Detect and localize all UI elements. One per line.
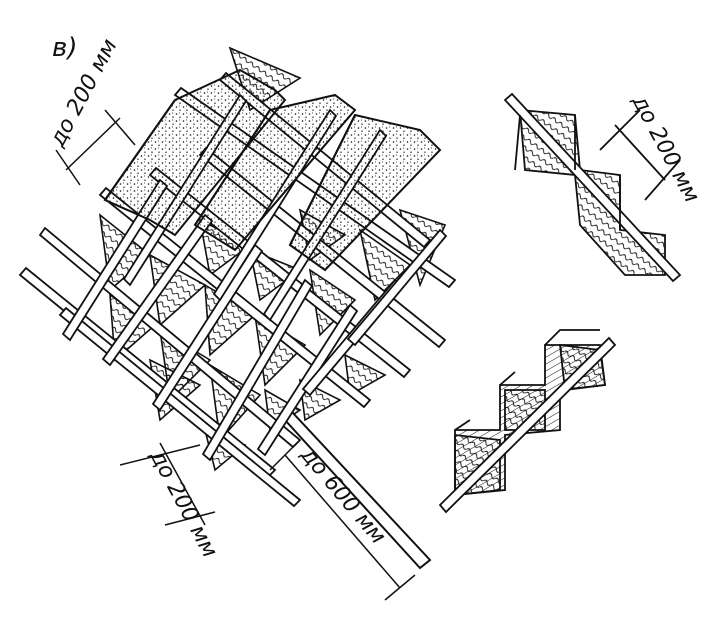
dimension-bottom: [119, 442, 216, 526]
detail-zigzag-top: [503, 92, 682, 283]
main-lattice: до 200 мм до 200 мм до 600 мм: [18, 35, 457, 601]
board-panels: [103, 68, 442, 272]
dimension-label-bottom: до 200 мм: [144, 445, 222, 562]
detail-zigzag-bottom: [438, 329, 617, 514]
dimension-label-length: до 600 мм: [295, 442, 391, 549]
panel-letter: в): [52, 33, 77, 63]
dimension-length: [269, 439, 416, 601]
dimension-top: [55, 109, 136, 186]
dimension-label-right: до 200 мм: [626, 90, 704, 207]
